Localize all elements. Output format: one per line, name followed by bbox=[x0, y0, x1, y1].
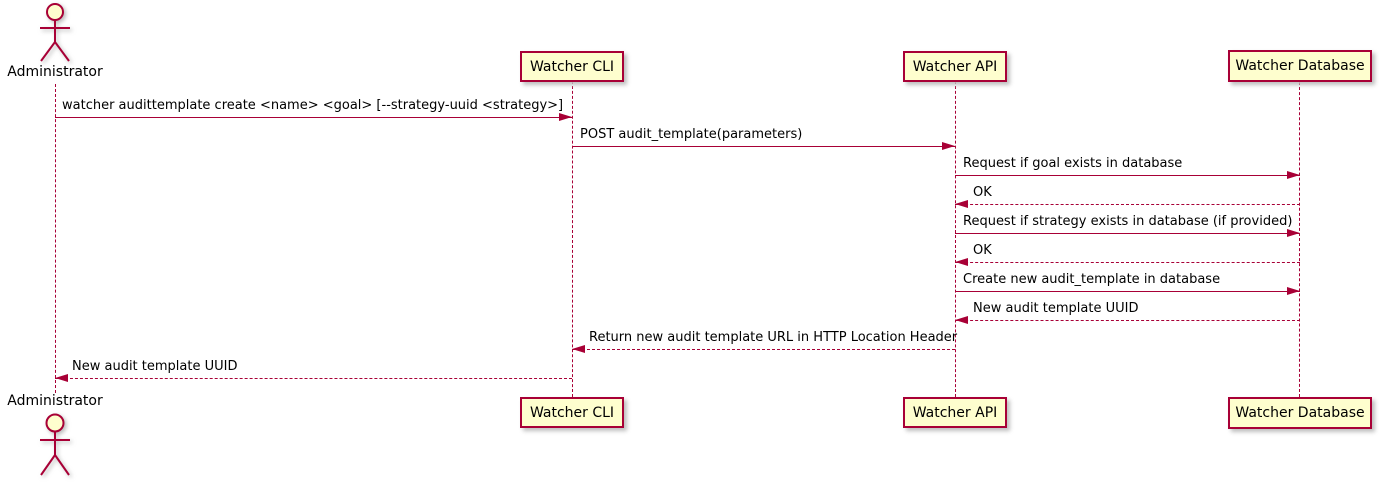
arrowhead-icon bbox=[1287, 229, 1300, 237]
message-label: New audit template UUID bbox=[973, 301, 1139, 316]
arrowhead-icon bbox=[955, 200, 968, 208]
message-label: OK bbox=[973, 243, 992, 258]
message-line bbox=[955, 291, 1300, 292]
participant-watcher-api-top: Watcher API bbox=[903, 51, 1007, 82]
arrowhead-icon bbox=[942, 142, 955, 150]
message-line bbox=[955, 262, 1300, 263]
actor-label-top: Administrator bbox=[7, 64, 103, 80]
message-line bbox=[572, 146, 955, 147]
message-label: watcher audittemplate create <name> <goa… bbox=[62, 98, 564, 113]
arrowhead-icon bbox=[1287, 287, 1300, 295]
arrowhead-icon bbox=[955, 316, 968, 324]
message-line bbox=[572, 349, 955, 350]
message-line bbox=[955, 233, 1300, 234]
message-label: POST audit_template(parameters) bbox=[580, 127, 803, 142]
message-label: OK bbox=[973, 185, 992, 200]
arrowhead-icon bbox=[559, 113, 572, 121]
actor-icon bbox=[40, 3, 70, 62]
actor-label-bottom: Administrator bbox=[7, 393, 103, 409]
lifeline-watcher-database bbox=[1298, 82, 1300, 397]
arrowhead-icon bbox=[572, 345, 585, 353]
participant-watcher-database-top: Watcher Database bbox=[1228, 50, 1372, 82]
message-line bbox=[955, 175, 1300, 176]
participant-watcher-cli-bottom: Watcher CLI bbox=[520, 397, 624, 428]
lifeline-watcher-cli bbox=[571, 81, 573, 397]
lifeline-watcher-api bbox=[954, 81, 956, 397]
message-label: Return new audit template URL in HTTP Lo… bbox=[589, 330, 958, 345]
actor-icon bbox=[40, 413, 70, 476]
arrowhead-icon bbox=[955, 258, 968, 266]
arrowhead-icon bbox=[1287, 171, 1300, 179]
participant-watcher-database-bottom: Watcher Database bbox=[1228, 397, 1372, 429]
message-line bbox=[55, 117, 572, 118]
message-label: Request if goal exists in database bbox=[963, 156, 1183, 171]
lifeline-administrator bbox=[54, 84, 56, 393]
participant-watcher-api-bottom: Watcher API bbox=[903, 397, 1007, 428]
participant-watcher-cli-top: Watcher CLI bbox=[520, 51, 624, 82]
message-label: Create new audit_template in database bbox=[963, 272, 1221, 287]
message-label: New audit template UUID bbox=[72, 359, 238, 374]
message-label: Request if strategy exists in database (… bbox=[963, 214, 1293, 229]
arrowhead-icon bbox=[55, 374, 68, 382]
message-line bbox=[955, 204, 1300, 205]
message-line bbox=[955, 320, 1300, 321]
message-line bbox=[55, 378, 572, 379]
